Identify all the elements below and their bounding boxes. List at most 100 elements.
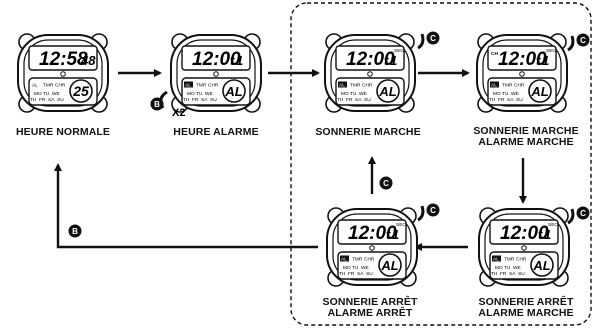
lcd-time: 12:00 xyxy=(192,49,241,70)
day-label: FR xyxy=(346,97,353,103)
button-b-label: B xyxy=(150,90,168,111)
day-label: SA xyxy=(507,97,514,103)
sub-dial xyxy=(378,253,402,277)
sub-dial-value: AL xyxy=(378,84,396,99)
sub-dial-value: 25 xyxy=(72,83,89,99)
lcd-time: 12:00 xyxy=(500,223,549,244)
day-label: SU xyxy=(57,97,64,103)
tab-label: CHR xyxy=(364,257,375,263)
tab-label: TMR xyxy=(504,257,515,263)
tab-highlight xyxy=(490,81,499,88)
tab-highlight xyxy=(184,81,193,88)
lcd-t-mark: t xyxy=(538,227,543,242)
lcd-sec-label: SEC xyxy=(548,222,558,228)
tab-label: CHR xyxy=(208,83,219,89)
day-label: TU xyxy=(350,91,357,97)
lcd-t-mark: t xyxy=(384,53,389,68)
lcd-seconds: 1 xyxy=(236,53,243,68)
lcd-seconds: 1 xyxy=(392,227,399,242)
tab-label: TMR xyxy=(196,83,207,89)
day-label: TH xyxy=(491,271,498,277)
tab-label: CHR xyxy=(516,257,527,263)
lcd-seconds: 1 xyxy=(544,227,551,242)
svg-text:C: C xyxy=(580,209,586,218)
day-label: TH xyxy=(337,97,344,103)
sub-dial-value: AL xyxy=(380,258,398,273)
button-c-label: C xyxy=(567,206,590,225)
lcd-t-mark: t xyxy=(230,53,235,68)
day-label: FR xyxy=(498,97,505,103)
button-c-label: C xyxy=(417,203,440,222)
tab-label: TMR xyxy=(502,83,513,89)
svg-text:C: C xyxy=(430,206,436,215)
lcd-time: 12:00 xyxy=(346,49,395,70)
tab-label: AL xyxy=(32,83,38,89)
arrow-w5-to-w1 xyxy=(54,163,318,249)
light-dot xyxy=(369,245,375,251)
day-label: SA xyxy=(509,271,516,277)
lcd-sec-label: SEC xyxy=(396,222,406,228)
lcd-corner-indicator: CH xyxy=(491,51,498,57)
sub-dial xyxy=(222,79,246,103)
day-label: TH xyxy=(489,97,496,103)
flow-arrows xyxy=(54,69,527,251)
day-label: MO xyxy=(187,91,195,97)
day-label: SU xyxy=(518,271,525,277)
tab-label: CHR xyxy=(514,83,525,89)
day-label: MO xyxy=(343,265,351,271)
day-label: WE xyxy=(511,91,519,97)
day-label: SU xyxy=(366,271,373,277)
svg-text:C: C xyxy=(580,36,586,45)
tab-highlight xyxy=(492,255,501,262)
caption-watch-2: HEURE ALARME xyxy=(173,126,259,138)
lcd-t-mark: t xyxy=(386,227,391,242)
light-dot xyxy=(521,245,527,251)
day-label: SU xyxy=(210,97,217,103)
caption-watch-4: ALARME MARCHE xyxy=(478,136,574,148)
caption-watch-4: SONNERIE MARCHE xyxy=(473,125,579,137)
lcd-top xyxy=(28,45,98,71)
sub-dial xyxy=(530,253,554,277)
lcd-seconds: 48 xyxy=(80,53,96,68)
day-label: TH xyxy=(183,97,190,103)
caption-watch-5: SONNERIE ARRÊT xyxy=(322,296,418,308)
lcd-top xyxy=(487,45,557,71)
lcd-time: 12:00 xyxy=(348,223,397,244)
lcd-sec-label: SEC xyxy=(546,48,556,54)
lcd-top xyxy=(337,219,407,245)
sub-dial xyxy=(69,79,93,103)
day-label: TH xyxy=(30,97,37,103)
lcd-top xyxy=(489,219,559,245)
button-c-label-up: C xyxy=(379,176,393,190)
lcd-top xyxy=(335,45,405,71)
tab-label: AL xyxy=(185,83,191,89)
day-label: SA xyxy=(201,97,208,103)
press-twice-label: X2 xyxy=(172,107,185,119)
day-label: MO xyxy=(495,265,503,271)
day-label: TH xyxy=(339,271,346,277)
day-label: FR xyxy=(348,271,355,277)
tab-label: AL xyxy=(341,257,347,263)
light-dot xyxy=(367,71,373,77)
lcd-top xyxy=(181,45,251,71)
light-dot xyxy=(60,71,66,77)
day-label: WE xyxy=(513,265,521,271)
light-dot xyxy=(213,71,219,77)
day-label: TU xyxy=(504,265,511,271)
day-label: TU xyxy=(502,91,509,97)
light-dot xyxy=(519,71,525,77)
day-label: WE xyxy=(361,265,369,271)
caption-watch-5: ALARME ARRÊT xyxy=(327,307,413,319)
day-label: SU xyxy=(516,97,523,103)
sub-dial xyxy=(528,79,552,103)
tab-label: TMR xyxy=(350,83,361,89)
lcd-time: 12:58 xyxy=(39,49,88,70)
day-label: SA xyxy=(355,97,362,103)
